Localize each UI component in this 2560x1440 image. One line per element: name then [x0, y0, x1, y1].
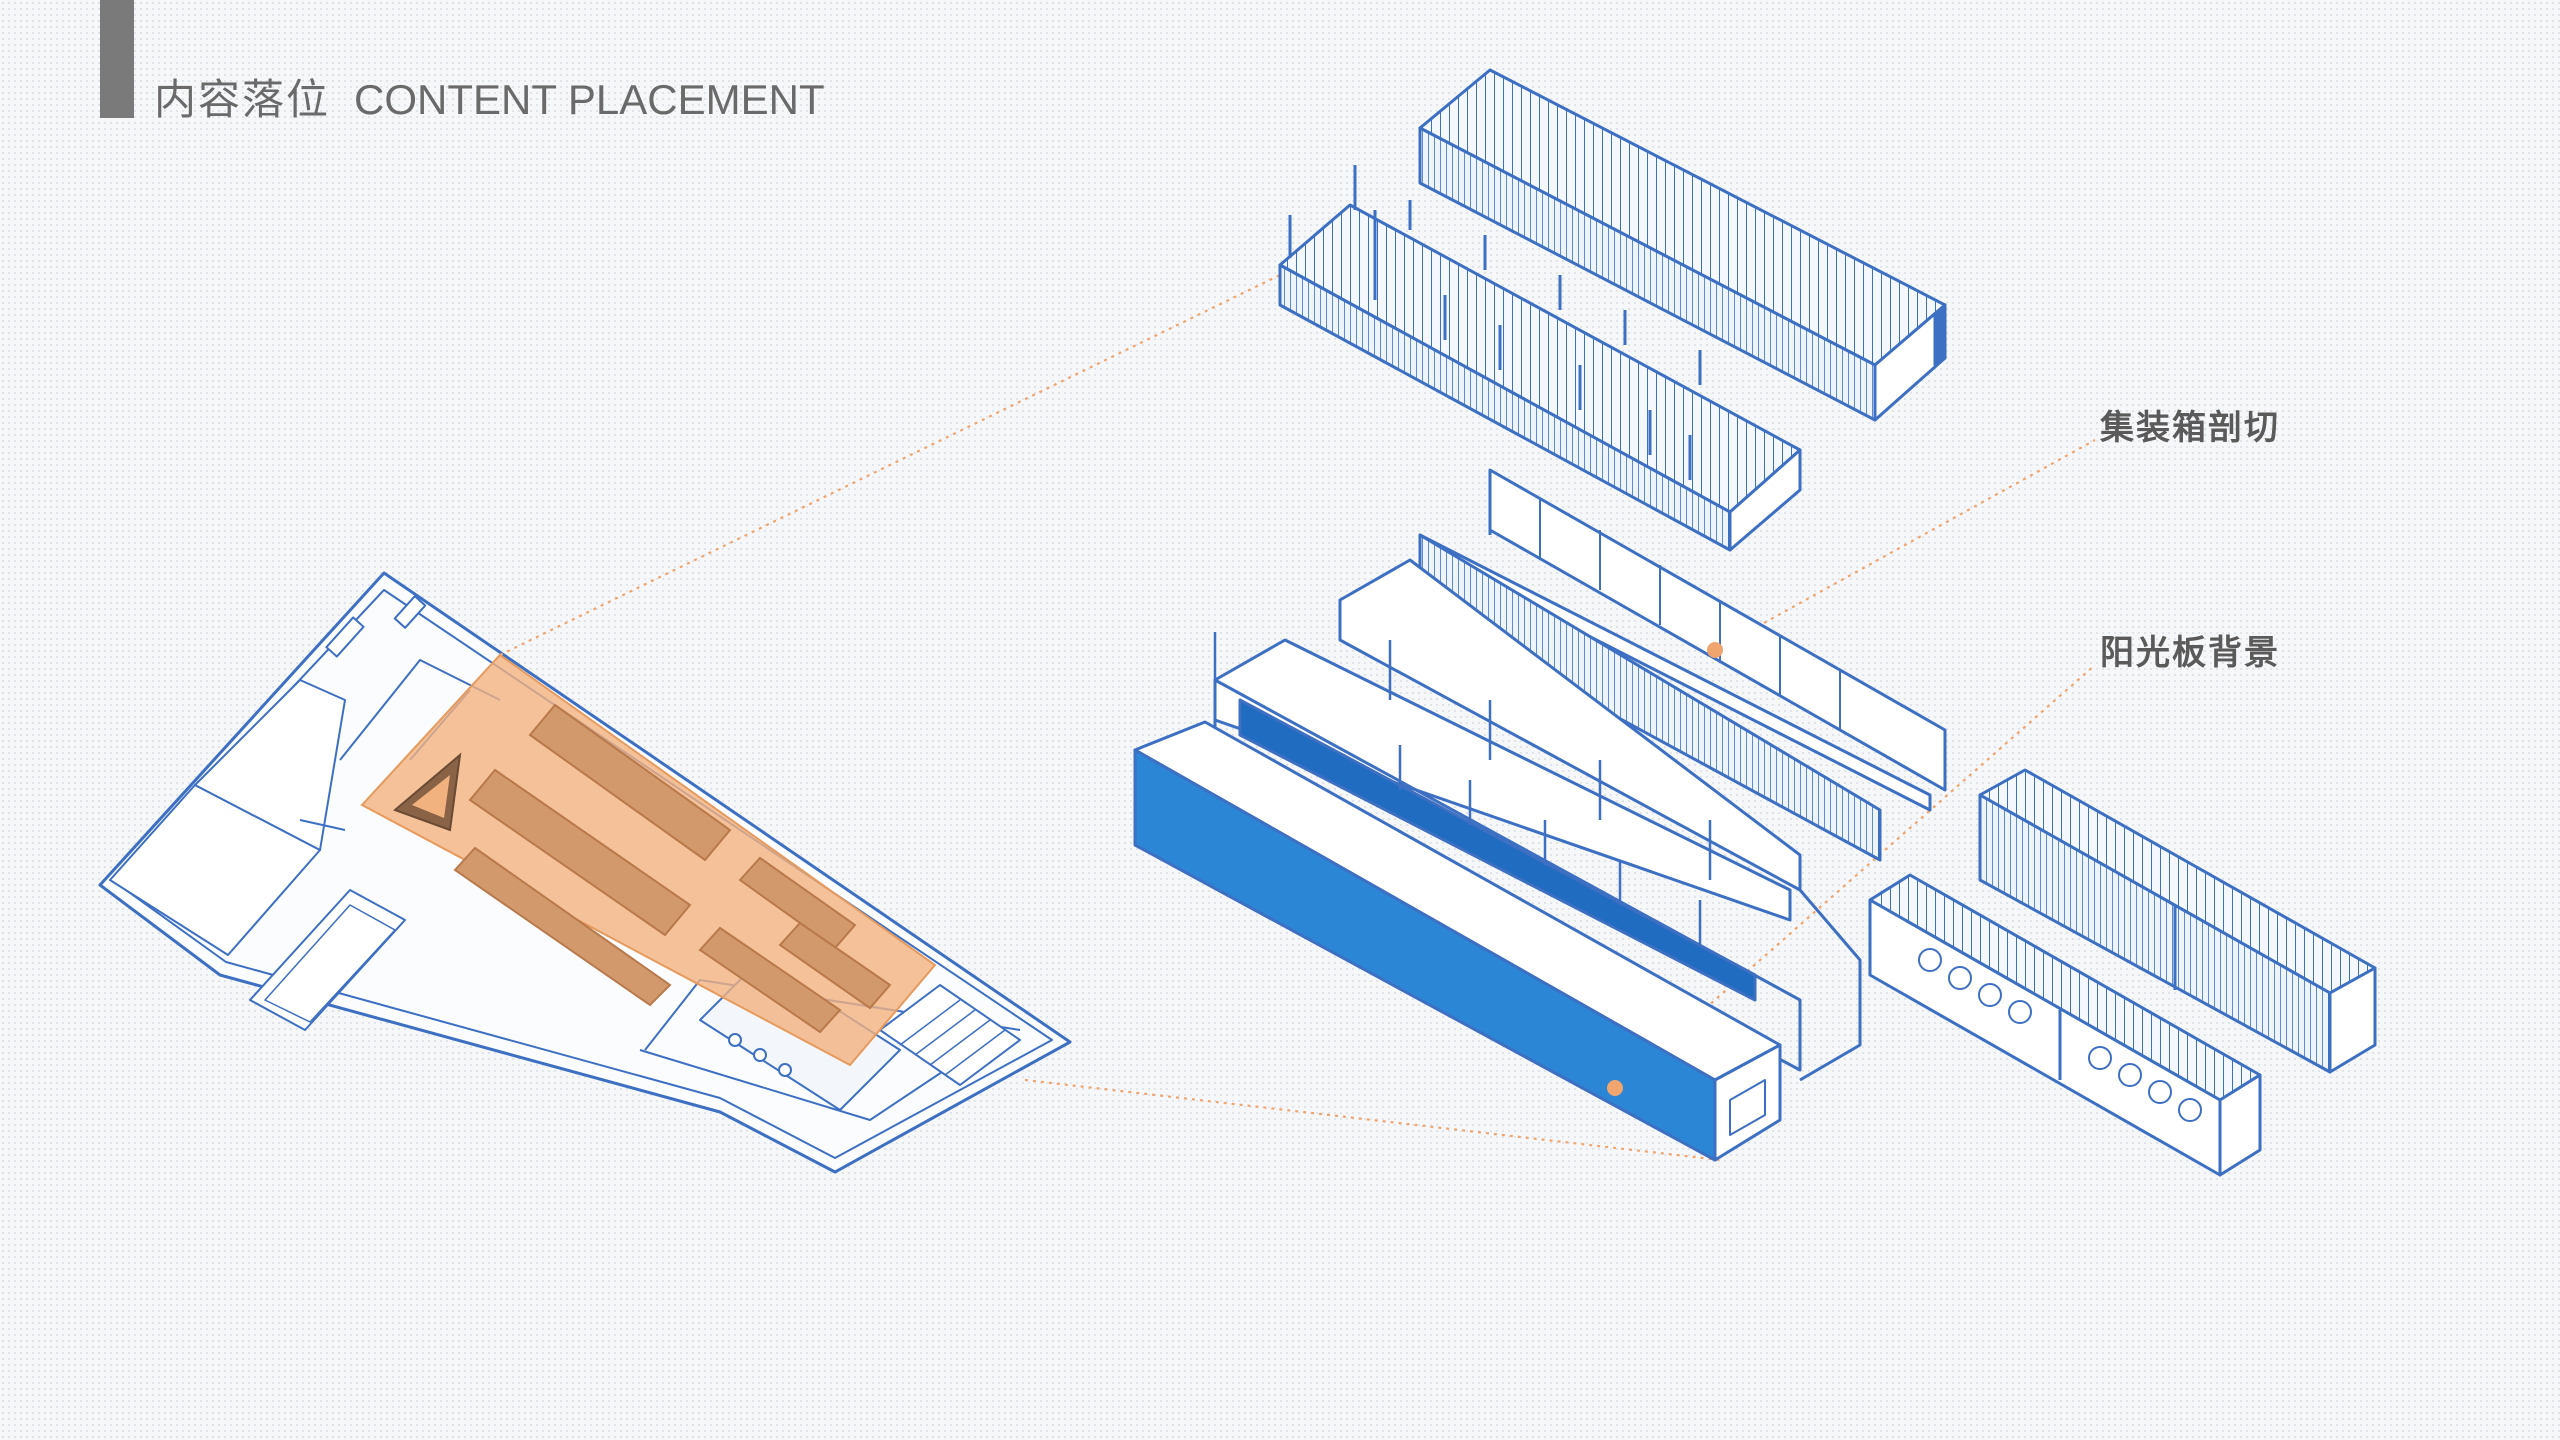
- page-title-en: CONTENT PLACEMENT: [354, 76, 825, 123]
- marker-dot-cut: [1707, 642, 1723, 658]
- page-title: 内容落位 CONTENT PLACEMENT: [154, 66, 825, 126]
- container-closed-right: [1978, 768, 2377, 1074]
- page-title-cn: 内容落位: [154, 75, 331, 124]
- label-sunlight-panel-bg: 阳光板背景: [2100, 633, 2280, 673]
- title-accent-bar: [100, 0, 134, 118]
- container-open-frame: [1213, 558, 1862, 1082]
- container-frame-posts: [1278, 165, 1802, 552]
- container-roof-shell: [1418, 68, 1947, 422]
- container-sunlight-panel: [1133, 720, 1782, 1162]
- container-seating-right: [1868, 873, 2262, 1177]
- marker-dot-panel: [1607, 1080, 1623, 1096]
- container-cut-section: [1418, 468, 1947, 862]
- highlight-zone: [360, 653, 937, 1067]
- label-container-cut: 集装箱剖切: [2100, 408, 2280, 448]
